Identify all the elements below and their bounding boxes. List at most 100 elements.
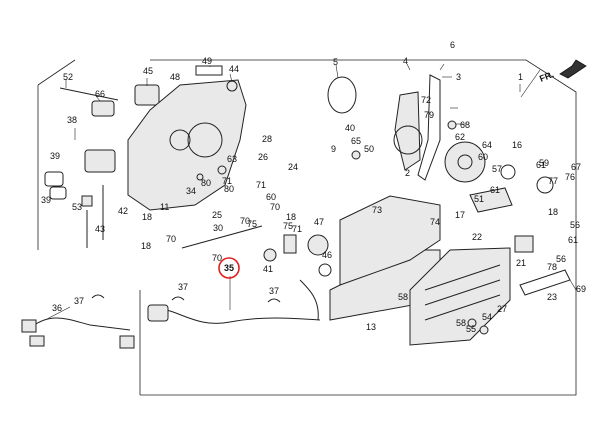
callout-40: 40 (345, 123, 355, 133)
callout-labels: 52 45 49 48 44 66 38 39 39 53 42 43 11 3… (41, 40, 586, 334)
callout-47: 47 (314, 217, 324, 227)
callout-3: 3 (456, 72, 461, 82)
callout-18-c: 18 (286, 212, 296, 222)
callout-70-a: 70 (166, 234, 176, 244)
part-35-cable-end (147, 304, 169, 322)
callout-61-b: 61 (568, 235, 578, 245)
callout-68: 68 (460, 120, 470, 130)
part-39-key (44, 171, 64, 187)
part-66-grip (91, 100, 115, 117)
callout-18-b: 18 (141, 241, 151, 251)
callout-63: 63 (227, 154, 237, 164)
callout-24: 24 (288, 162, 298, 172)
part-59-washer (536, 176, 554, 194)
part-11-cover-plate (339, 195, 441, 286)
callout-30: 30 (213, 223, 223, 233)
part-36-connector-a (21, 319, 37, 333)
callout-39-a: 39 (50, 151, 60, 161)
callout-25: 25 (212, 210, 222, 220)
callout-46: 46 (322, 250, 332, 260)
callout-60-a: 60 (266, 192, 276, 202)
callout-69: 69 (576, 284, 586, 294)
callout-5: 5 (333, 57, 338, 67)
part-27-grille-cover (409, 247, 511, 346)
part-38-ignition-switch (84, 149, 116, 173)
part-52-rod (59, 87, 119, 101)
part-47-pulley (307, 234, 329, 256)
callout-55: 55 (466, 324, 476, 334)
part-68-pin (447, 120, 457, 130)
assembly-frame (140, 59, 577, 396)
front-arrow-icon (559, 59, 587, 79)
part-64-disk-hub (457, 154, 473, 170)
highlight-circle-35 (218, 257, 240, 279)
part-37-clip-c (267, 298, 281, 303)
callout-9: 9 (331, 144, 336, 154)
part-48-housing (127, 79, 247, 211)
callout-37-c: 37 (269, 286, 279, 296)
part-21-block (514, 235, 534, 253)
callout-27: 27 (497, 304, 507, 314)
callout-62: 62 (455, 132, 465, 142)
part-39-key-b (49, 186, 67, 200)
callout-18-a: 18 (142, 212, 152, 222)
part-53-cap (81, 195, 93, 207)
callout-13: 13 (366, 322, 376, 332)
callout-79: 79 (424, 110, 434, 120)
callout-39-b: 39 (41, 195, 51, 205)
callout-17: 17 (455, 210, 465, 220)
callout-56-b: 56 (556, 254, 566, 264)
part-80-bolt (196, 173, 204, 181)
callout-70-b: 70 (212, 253, 222, 263)
callout-16: 16 (512, 140, 522, 150)
callout-11: 11 (160, 202, 169, 212)
callout-37-a: 37 (74, 296, 84, 306)
callout-50: 50 (364, 144, 374, 154)
callout-76: 76 (565, 172, 575, 182)
callout-67: 67 (571, 162, 581, 172)
callout-75-a: 75 (247, 219, 257, 229)
callout-59: 59 (539, 158, 549, 168)
callout-42: 42 (118, 206, 128, 216)
callout-77: 77 (548, 176, 558, 186)
callout-26: 26 (258, 152, 268, 162)
callout-51: 51 (474, 194, 484, 204)
callout-74: 74 (430, 217, 440, 227)
front-direction-indicator: FR. (538, 59, 587, 84)
callout-43: 43 (95, 224, 105, 234)
callout-66: 66 (95, 89, 105, 99)
part-48-housing-window (187, 122, 223, 158)
callout-48: 48 (170, 72, 180, 82)
callout-1: 1 (518, 72, 523, 82)
part-45-switch (134, 84, 160, 106)
part-64-friction-disk (444, 141, 486, 183)
part-36-wire-harness (27, 317, 131, 331)
callout-78: 78 (547, 262, 557, 272)
callout-49: 49 (202, 56, 212, 66)
callout-73: 73 (372, 205, 382, 215)
callout-75-b: 75 (283, 221, 293, 231)
part-36-connector-c (29, 335, 45, 347)
callout-23: 23 (547, 292, 557, 302)
callout-34: 34 (186, 186, 196, 196)
part-27-grille-slat-2 (424, 279, 501, 306)
callout-61-c: 61 (536, 160, 546, 170)
part-63-bolt (217, 165, 227, 175)
callout-57: 57 (492, 164, 502, 174)
callout-21: 21 (516, 258, 526, 268)
callout-56-a: 56 (570, 220, 580, 230)
part-41-bushing (263, 248, 277, 262)
callout-28: 28 (262, 134, 272, 144)
callout-4: 4 (403, 56, 408, 66)
callout-65: 65 (351, 136, 361, 146)
callout-22: 22 (472, 232, 482, 242)
callout-44: 44 (229, 64, 239, 74)
part-49-label-plate (195, 65, 223, 76)
part-46-ring (318, 263, 332, 277)
callout-80-a: 80 (201, 178, 211, 188)
part-37-clip-b (171, 296, 185, 301)
part-1-lever (417, 74, 441, 181)
callout-18-d: 18 (548, 207, 558, 217)
part-48-housing-hub (169, 129, 191, 151)
